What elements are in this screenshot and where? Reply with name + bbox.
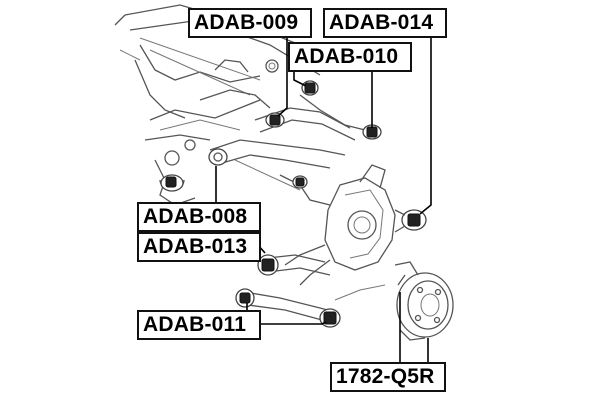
part-label-adab-008: ADAB-008 <box>137 202 261 232</box>
part-label-adab-013: ADAB-013 <box>137 232 261 262</box>
rear-subframe <box>114 4 331 206</box>
part-label-adab-014: ADAB-014 <box>323 8 447 38</box>
part-label-adab-011: ADAB-011 <box>137 310 261 340</box>
upper-control-arms <box>208 80 382 206</box>
part-label-adab-010: ADAB-010 <box>288 42 412 72</box>
part-label-1782-q5r: 1782-Q5R <box>330 362 446 392</box>
wheel-knuckle <box>284 164 427 286</box>
part-label-adab-009: ADAB-009 <box>188 8 312 38</box>
lower-control-arms <box>179 229 386 328</box>
wheel-hub <box>394 261 454 341</box>
